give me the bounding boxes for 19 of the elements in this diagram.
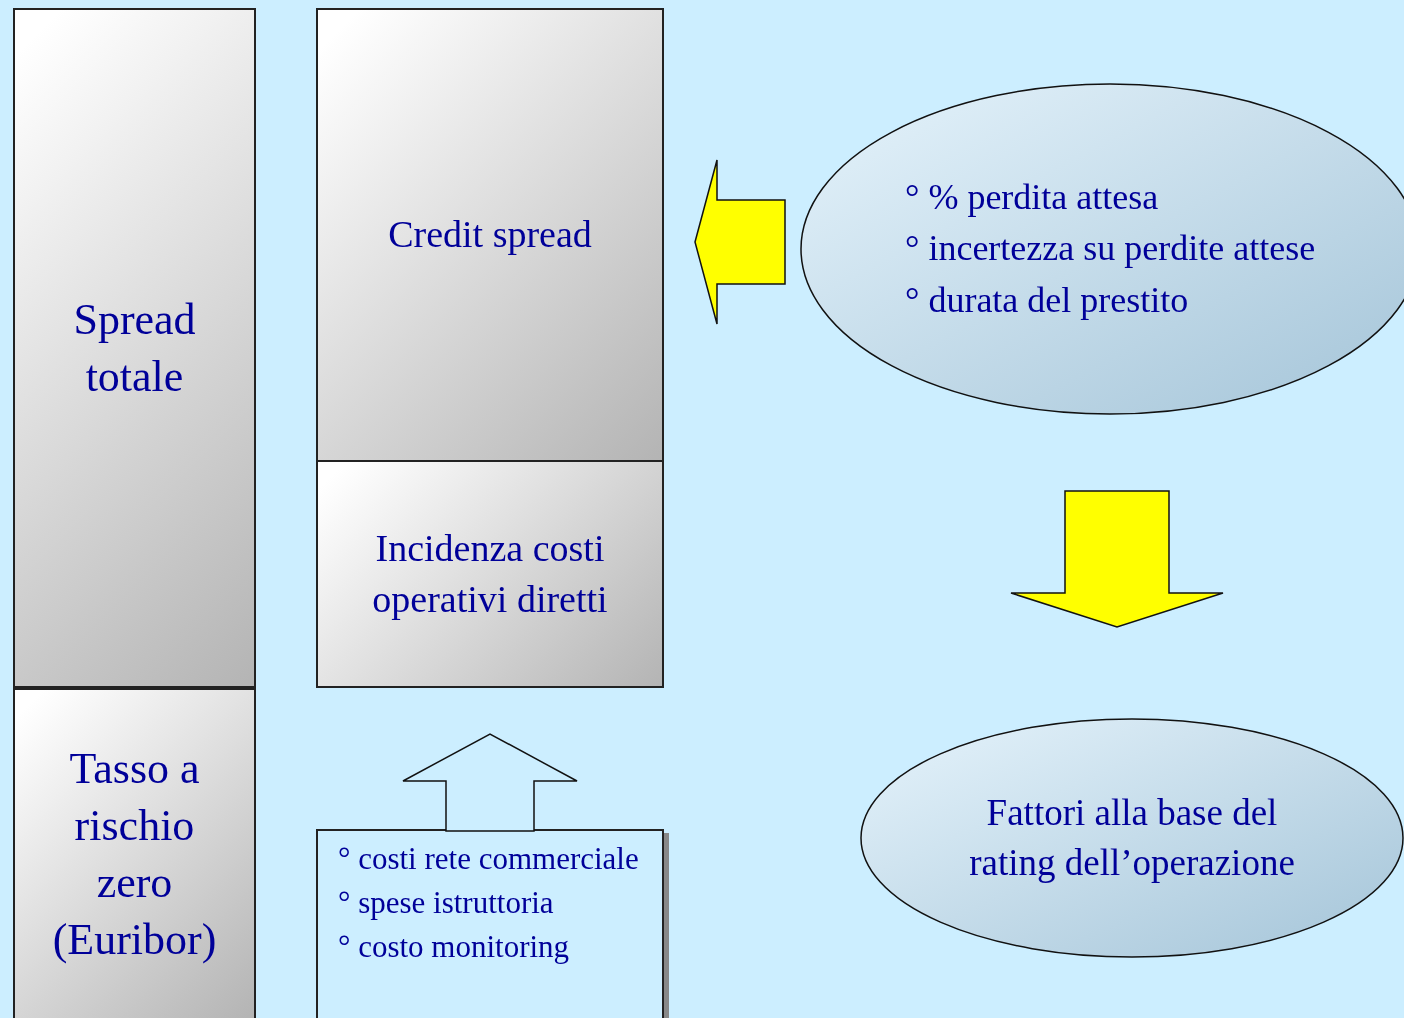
bullet-item: ° % perdita attesa — [905, 176, 1159, 220]
cost-box — [316, 460, 664, 688]
block-arrow — [694, 159, 786, 325]
bullet-item: ° durata del prestito — [905, 278, 1189, 322]
bullet-item: ° incertezza su perdite attese — [905, 227, 1316, 271]
bullet-item: ° spese istruttoria — [338, 884, 555, 922]
box-label: Fattori alla base del rating dell’operazione — [968, 790, 1296, 885]
box-label: Spread totale — [72, 293, 197, 403]
bullet-item: ° costo monitoring — [338, 928, 571, 967]
box-label: Incidenza costi operativi diretti — [371, 525, 609, 622]
bullet-item: ° costi rete commerciale — [338, 840, 640, 878]
box-label: Tasso a rischio zero (Euribor) — [51, 742, 218, 967]
spread-box — [13, 8, 256, 688]
box-label: Credit spread — [388, 212, 592, 258]
rate-box — [13, 688, 256, 1018]
rating-ellipse — [860, 718, 1404, 958]
block-arrow — [1010, 490, 1224, 628]
spread-box — [316, 8, 664, 462]
block-arrow — [402, 733, 578, 832]
